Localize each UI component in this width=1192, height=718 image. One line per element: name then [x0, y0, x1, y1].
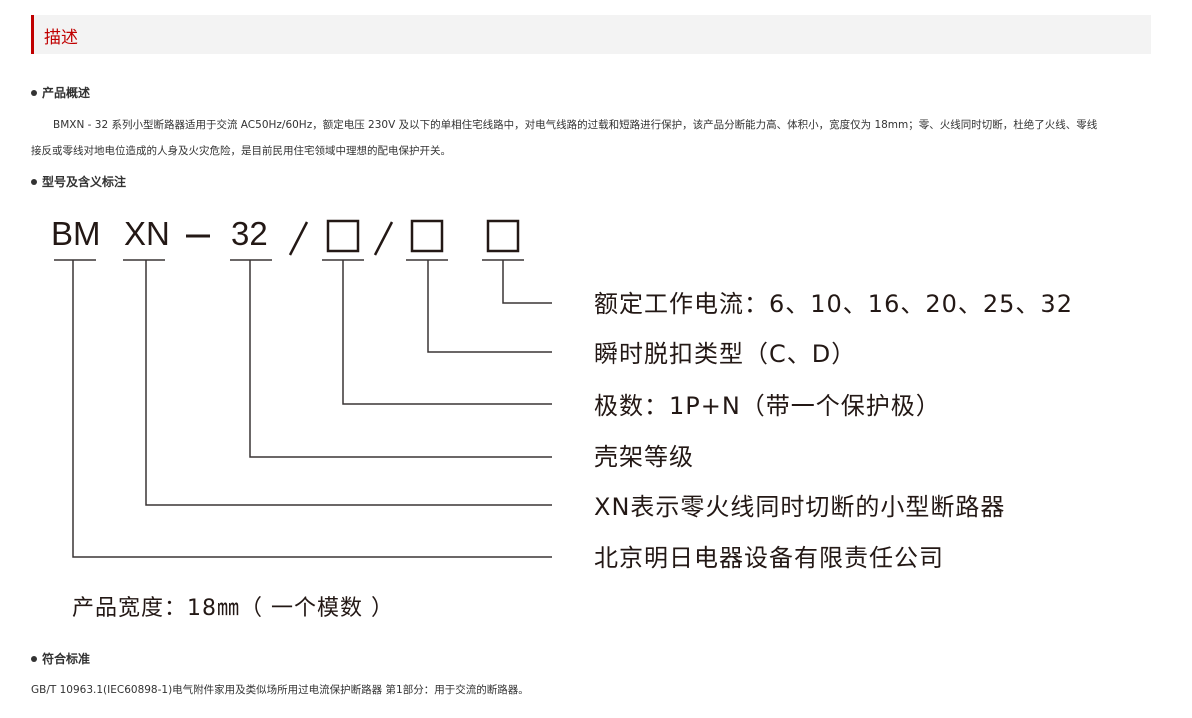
label-rated-current: 额定工作电流：6、10、16、20、25、32 — [594, 290, 1073, 318]
bullet-icon — [31, 655, 37, 662]
overview-line-1: BMXN - 32 系列小型断路器适用于交流 AC50Hz/60Hz，额定电压 … — [53, 119, 1098, 131]
code-32: 32 — [231, 215, 268, 252]
label-poles: 极数：1P+N（带一个保护极） — [594, 392, 941, 420]
code-xn: XN — [124, 215, 170, 252]
overview-paragraph: BMXN - 32 系列小型断路器适用于交流 AC50Hz/60Hz，额定电压 … — [31, 112, 1156, 164]
slash-icon — [288, 221, 309, 256]
overview-line-2: 接反或零线对地电位造成的人身及火灾危险，是目前民用住宅领域中理想的配电保护开关。 — [31, 145, 451, 157]
section-header: 描述 — [31, 15, 1151, 54]
placeholder-box-icon — [326, 219, 360, 253]
overview-heading: 产品概述 — [31, 84, 90, 101]
product-width-note: 产品宽度：18㎜（ 一个模数 ） — [72, 596, 394, 621]
model-heading: 型号及含义标注 — [31, 173, 126, 190]
bullet-icon — [31, 178, 37, 185]
section-title: 描述 — [44, 28, 78, 48]
label-xn-meaning: XN表示零火线同时切断的小型断路器 — [594, 493, 1006, 521]
placeholder-box-icon — [410, 219, 444, 253]
bullet-icon — [31, 89, 37, 96]
label-frame-grade: 壳架等级 — [594, 443, 694, 471]
standard-heading: 符合标准 — [31, 650, 90, 667]
slash-icon — [373, 221, 394, 256]
label-trip-type: 瞬时脱扣类型（C、D） — [594, 340, 857, 368]
label-company: 北京明日电器设备有限责任公司 — [594, 544, 944, 572]
code-bm: BM — [51, 215, 101, 252]
placeholder-box-icon — [486, 219, 520, 253]
standard-text: GB/T 10963.1(IEC60898-1)电气附件家用及类似场所用过电流保… — [31, 684, 529, 696]
